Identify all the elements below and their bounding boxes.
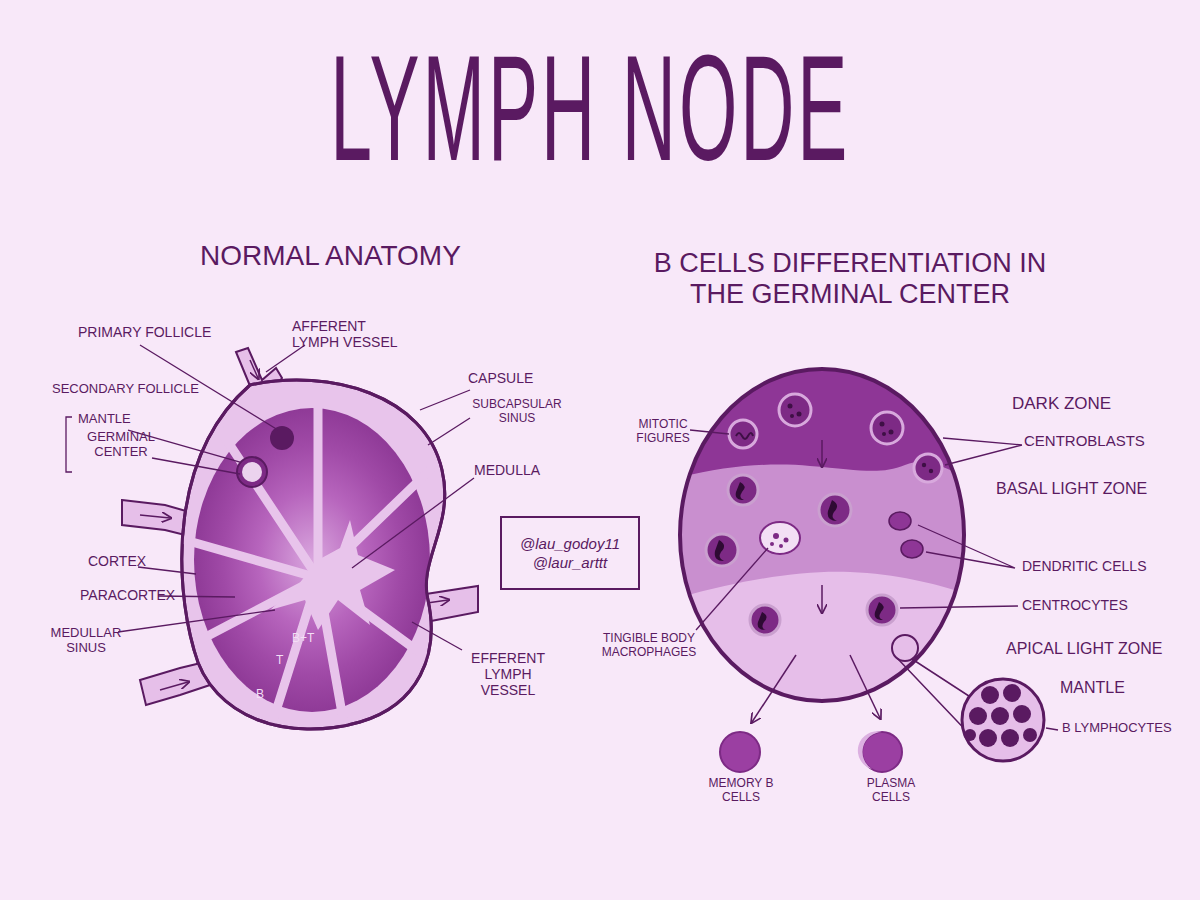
lymph-node (182, 380, 445, 730)
zone-label: DARK ZONE (1012, 394, 1152, 414)
zone-label: BASAL LIGHT ZONE (996, 480, 1186, 498)
part-label: AFFERENT LYMPH VESSEL (292, 318, 402, 350)
zone-label: APICAL LIGHT ZONE (1006, 640, 1186, 658)
part-label: SECONDARY FOLLICLE (52, 382, 212, 397)
cell-label: MEMORY B CELLS (706, 777, 776, 805)
credit-box: @lau_godoy11 @laur_arttt (500, 516, 640, 590)
part-label: MANTLE (78, 412, 158, 427)
part-label: MEDULLA (474, 462, 564, 478)
title: LYMPH NODE (330, 22, 850, 195)
part-label: MEDULLAR SINUS (46, 626, 126, 656)
part-label: GERMINAL CENTER (76, 430, 166, 460)
cell-label: PLASMA CELLS (856, 777, 926, 805)
leader-lines (690, 430, 1058, 730)
part-label: PARACORTEX (80, 587, 170, 603)
part-label: CORTEX (88, 553, 168, 569)
section-heading: B CELLS DIFFERENTIATION IN THE GERMINAL … (640, 248, 1060, 310)
germinal-center (670, 360, 1044, 772)
part-label: MITOTIC FIGURES (628, 418, 698, 446)
zone-letter: B+T (292, 632, 332, 646)
zone-letter: T (276, 654, 296, 668)
cell-label: B LYMPHOCYTES (1062, 721, 1182, 736)
part-label: PRIMARY FOLLICLE (78, 324, 228, 340)
part-label: CAPSULE (468, 370, 558, 386)
zone-letter: B (256, 688, 276, 702)
cell-label: TINGIBLE BODY MACROPHAGES (594, 632, 704, 660)
cell-label: CENTROBLASTS (1024, 432, 1154, 449)
centrocytes (706, 475, 897, 635)
part-label: SUBCAPSULAR SINUS (472, 398, 562, 426)
part-label: EFFERENT LYMPH VESSEL (458, 650, 558, 698)
cell-label: DENDRITIC CELLS (1022, 558, 1162, 574)
cell-label: CENTROCYTES (1022, 597, 1162, 613)
zone-label: MANTLE (1060, 679, 1160, 697)
credit-text: @lau_godoy11 @laur_arttt (510, 534, 630, 573)
section-heading: NORMAL ANATOMY (200, 240, 500, 272)
